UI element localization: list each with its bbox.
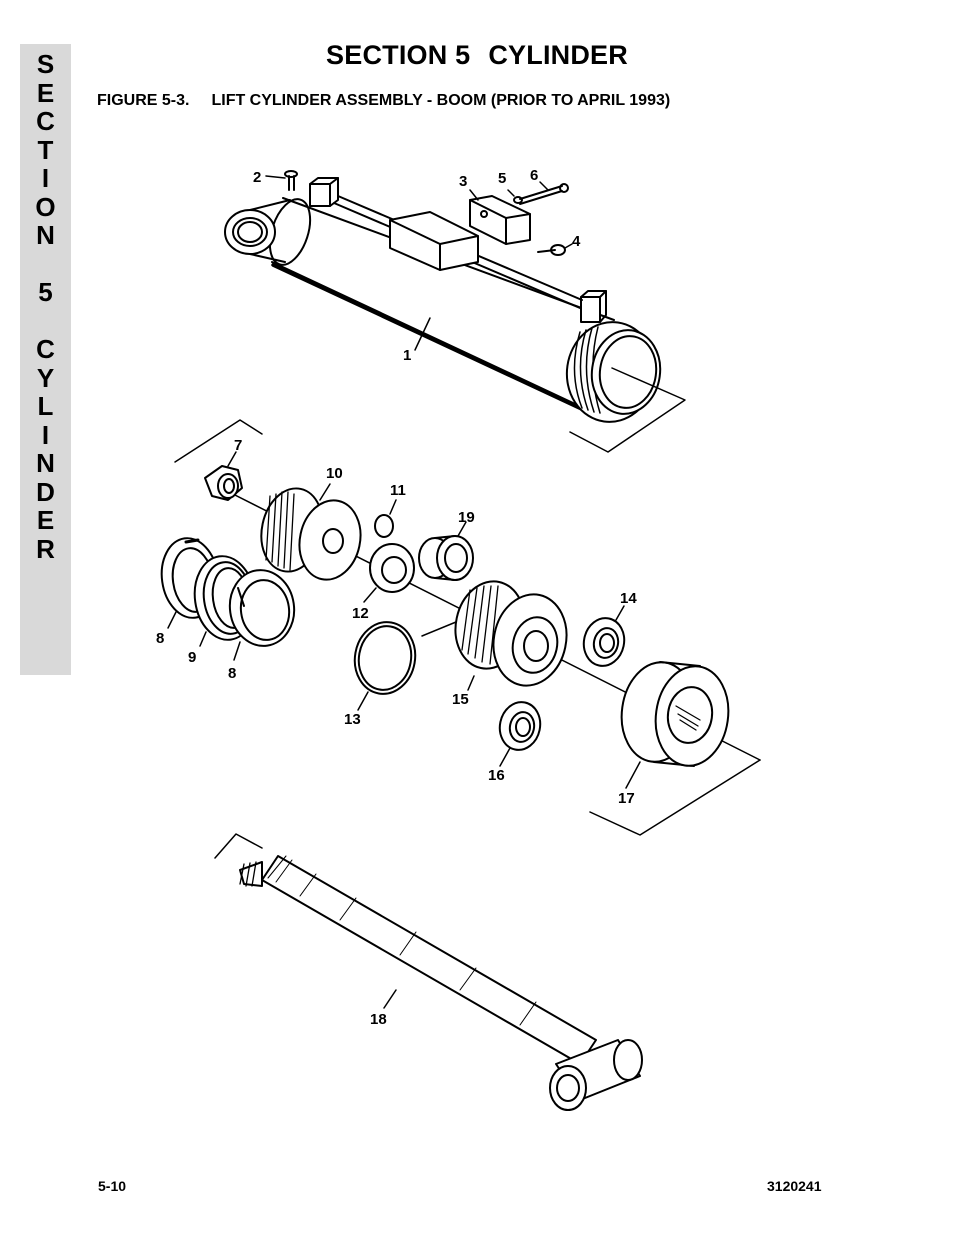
- side-tab-letter: R: [36, 533, 55, 564]
- side-tab-letter: T: [37, 134, 54, 165]
- figure-caption: FIGURE 5-3. LIFT CYLINDER ASSEMBLY - BOOM…: [97, 92, 670, 110]
- side-tab-letter: S: [36, 49, 55, 79]
- label-5: 5: [498, 170, 506, 187]
- label-19: 19: [458, 509, 475, 526]
- label-13: 13: [344, 711, 361, 728]
- rod-seal-lower: [498, 701, 542, 767]
- label-15: 15: [452, 691, 469, 708]
- label-18: 18: [370, 1011, 387, 1028]
- side-tab-letter: O: [35, 191, 56, 222]
- label-3: 3: [459, 173, 467, 190]
- side-tab-letter: L: [37, 391, 54, 421]
- side-tab: [20, 44, 71, 675]
- spacer-ring: [363, 543, 415, 603]
- wear-ring-right: [228, 569, 296, 661]
- label-17: 17: [618, 790, 635, 807]
- page-title: SECTION 5 CYLINDER: [0, 40, 954, 71]
- label-7: 7: [234, 437, 242, 454]
- footer-document-number: 3120241: [767, 1178, 822, 1194]
- side-tab-letter: I: [41, 163, 50, 193]
- side-tab-letter: N: [36, 220, 55, 250]
- label-14: 14: [620, 590, 637, 607]
- lock-nut: [204, 451, 243, 501]
- piston: [421, 580, 568, 691]
- side-tab-letter: N: [36, 448, 55, 478]
- figure-number: FIGURE 5-3.: [97, 92, 190, 109]
- side-tab-letter: I: [41, 419, 50, 450]
- bleeder-valve: [265, 170, 298, 191]
- label-1: 1: [403, 347, 411, 364]
- footer-page-number: 5-10: [98, 1178, 127, 1194]
- label-2: 2: [253, 169, 261, 186]
- label-10: 10: [326, 465, 343, 482]
- rod-seal-upper: [582, 605, 626, 667]
- side-tab-letter: E: [36, 77, 55, 108]
- spacer: [260, 483, 362, 581]
- o-ring-large: [353, 621, 417, 711]
- figure-title: LIFT CYLINDER ASSEMBLY - BOOM (PRIOR TO …: [211, 92, 671, 109]
- o-ring-small: [374, 514, 394, 538]
- label-9: 9: [188, 649, 196, 666]
- label-4: 4: [572, 233, 581, 250]
- side-tab-letter: E: [36, 505, 55, 535]
- side-tab-letter: Y: [36, 362, 55, 393]
- label-16: 16: [488, 767, 505, 784]
- label-8b: 8: [228, 665, 236, 682]
- label-8a: 8: [156, 630, 164, 647]
- title-section: SECTION 5: [326, 40, 471, 70]
- side-tab-letter: 5: [38, 277, 53, 307]
- cylinder-barrel: [224, 177, 686, 453]
- valve-assembly: [469, 181, 573, 256]
- label-12: 12: [352, 605, 369, 622]
- title-cylinder: CYLINDER: [488, 40, 628, 70]
- side-tab-letter: C: [36, 334, 55, 364]
- cylinder-head: [620, 661, 730, 789]
- side-tab-letter: D: [36, 476, 55, 507]
- label-11: 11: [390, 482, 406, 499]
- bushing: [418, 521, 474, 581]
- side-tab-letter: C: [36, 106, 55, 136]
- label-6: 6: [530, 167, 538, 184]
- piston-rod: [214, 833, 643, 1111]
